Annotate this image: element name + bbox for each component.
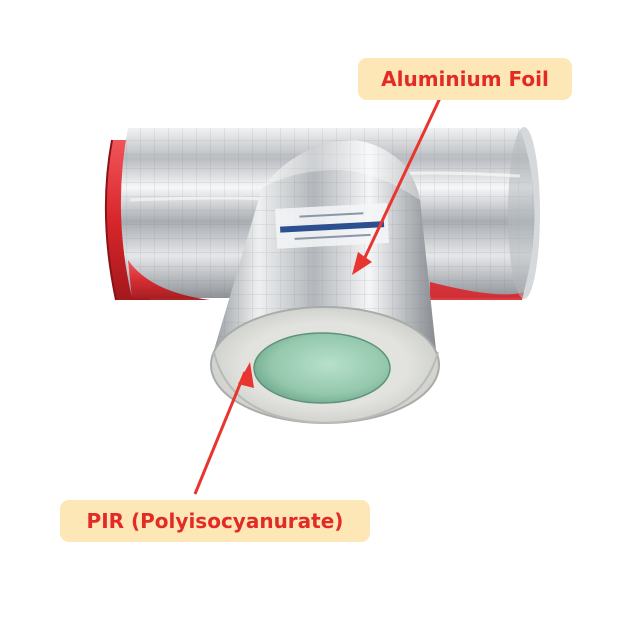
inner-bore <box>254 333 390 403</box>
product-label <box>275 202 390 249</box>
aluminium-foil-callout: Aluminium Foil <box>358 58 572 100</box>
pir-callout: PIR (Polyisocyanurate) <box>60 500 370 542</box>
pir-arrow <box>193 362 254 495</box>
branch-pipe <box>210 140 440 425</box>
foil-arrow <box>352 97 442 275</box>
